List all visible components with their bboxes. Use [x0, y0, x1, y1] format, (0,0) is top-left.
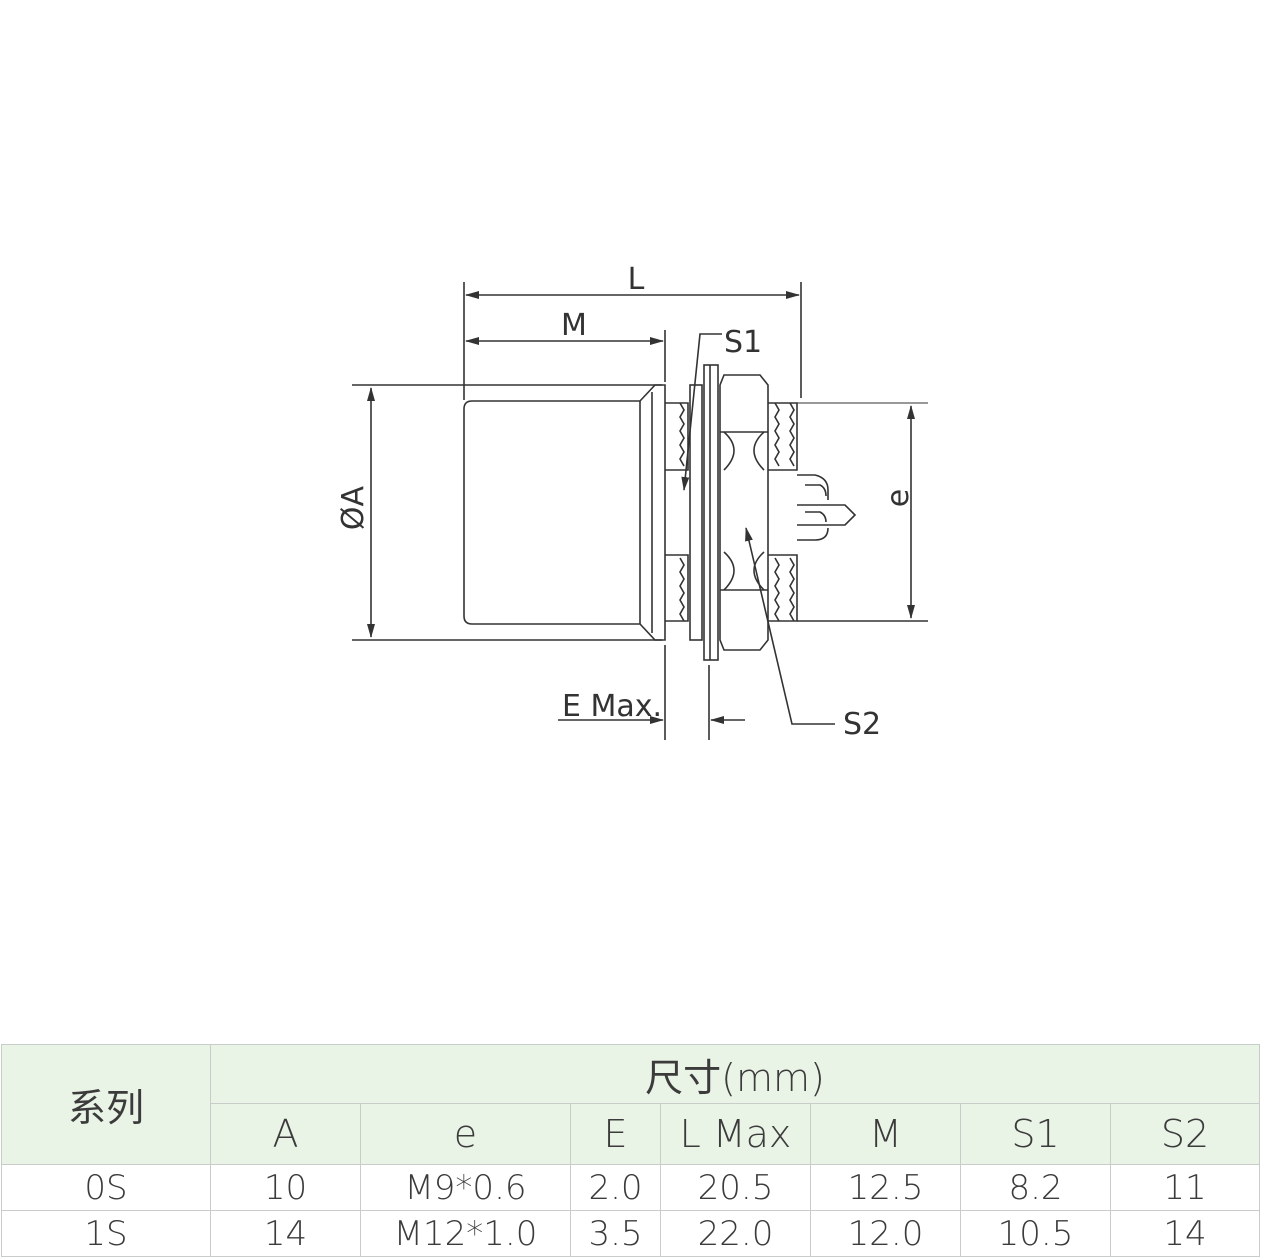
e-label: e [881, 489, 916, 507]
table-cell: M12*1.0 [360, 1210, 571, 1257]
column-header-A: A [210, 1103, 361, 1165]
column-header-S1: S1 [960, 1103, 1111, 1165]
table-cell: 11 [1110, 1164, 1260, 1211]
series-header: 系列 [1, 1044, 211, 1165]
S1-leader [681, 333, 722, 491]
rear-thread-lower [768, 554, 798, 622]
S2-label: S2 [843, 707, 881, 742]
table-cell: 12.0 [810, 1210, 961, 1257]
table-cell: 8.2 [960, 1164, 1111, 1211]
table-cell: M9*0.6 [360, 1164, 571, 1211]
table-row: 1S 14 M12*1.0 3.5 22.0 12.0 10.5 14 [1, 1210, 1260, 1257]
dimension-header: 尺寸(mm) [210, 1044, 1260, 1104]
table-cell: 10.5 [960, 1210, 1111, 1257]
column-header-M: M [810, 1103, 961, 1165]
hex-nut [719, 374, 769, 651]
rear-thread-upper [768, 402, 798, 471]
series-cell: 1S [1, 1210, 211, 1257]
A-label: ØA [336, 485, 371, 530]
column-header-e: e [360, 1103, 571, 1165]
table-cell: 12.5 [810, 1164, 961, 1211]
column-header-L-max: L Max [660, 1103, 811, 1165]
table-cell: 10 [210, 1164, 361, 1211]
M-label: M [561, 308, 587, 343]
thread-upper [665, 402, 689, 471]
L-label: L [628, 262, 645, 297]
rear-pin [797, 504, 857, 526]
panel-washer [689, 384, 703, 641]
table-row: 0S 10 M9*0.6 2.0 20.5 12.5 8.2 11 [1, 1164, 1260, 1211]
table-cell: 2.0 [570, 1164, 661, 1211]
thread-lower [665, 554, 689, 622]
table-cell: 14 [210, 1210, 361, 1257]
column-header-E: E [570, 1103, 661, 1165]
column-header-S2: S2 [1110, 1103, 1260, 1165]
S1-label: S1 [724, 325, 762, 360]
front-cap [463, 384, 666, 641]
series-cell: 0S [1, 1164, 211, 1211]
E-max-label: E Max. [562, 689, 662, 724]
table-cell: 3.5 [570, 1210, 661, 1257]
table-cell: 22.0 [660, 1210, 811, 1257]
rear-pin [797, 474, 829, 500]
connector-drawing: L M S1 S2 ØA e E Max. [336, 262, 928, 742]
panel-plate [703, 364, 719, 661]
dimension-table: 系列 尺寸(mm) A e E L Max M S1 S2 0S 10 M9*0… [1, 1044, 1260, 1257]
table-cell: 14 [1110, 1210, 1260, 1257]
table-cell: 20.5 [660, 1164, 811, 1211]
S2-leader [745, 527, 835, 725]
